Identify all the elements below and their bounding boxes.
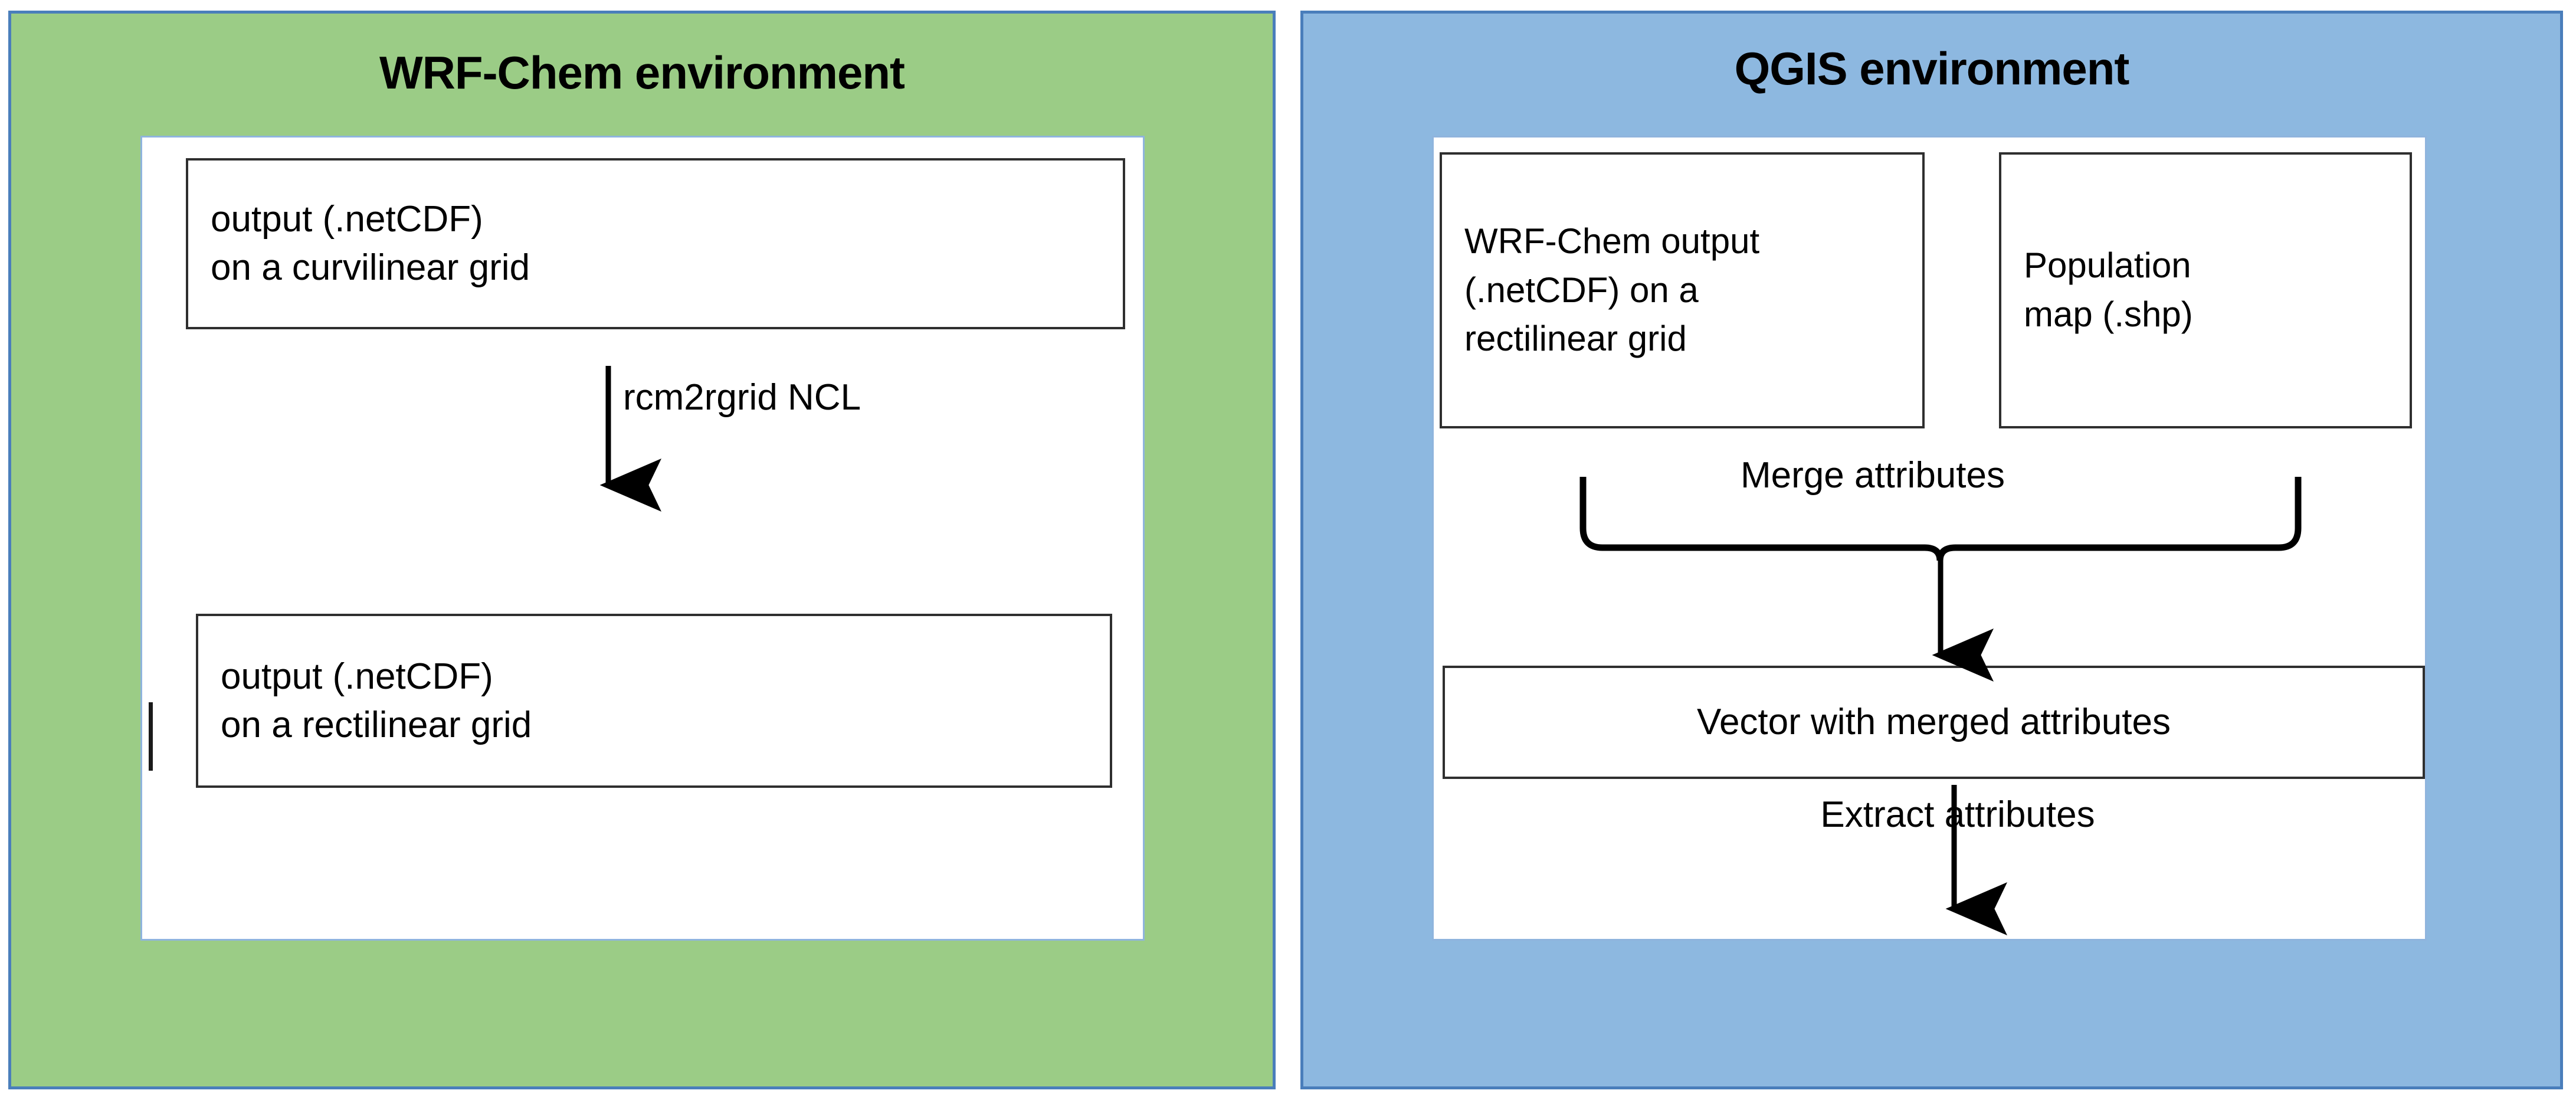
edge-label-extract-attributes: Extract attributes: [1820, 794, 2095, 835]
box-wrf-chem-output-rectilinear: WRF-Chem output (.netCDF) on a rectiline…: [1440, 152, 1925, 428]
box-line: Vector with merged attributes: [1697, 702, 2171, 743]
panel-title-wrf-chem: WRF-Chem environment: [379, 47, 905, 99]
box-line: on a curvilinear grid: [211, 247, 530, 288]
box-line: output (.netCDF): [221, 656, 493, 697]
box-line: WRF-Chem output: [1464, 221, 1760, 261]
box-line: map (.shp): [2024, 294, 2193, 334]
box-vector-with-merged-attributes: Vector with merged attributes: [1443, 666, 2425, 779]
box-population-map-shp: Population map (.shp): [1999, 152, 2412, 428]
box-line: (.netCDF) on a: [1464, 270, 1699, 310]
box-output-rectilinear-grid: output (.netCDF) on a rectilinear grid: [196, 614, 1112, 788]
box-line: rectilinear grid: [1464, 319, 1687, 359]
box-line: on a rectilinear grid: [221, 704, 532, 745]
box-line: Population: [2024, 245, 2191, 286]
panel-title-qgis: QGIS environment: [1734, 42, 2130, 94]
edge-label-rcm2rgrid-ncl: rcm2rgrid NCL: [623, 377, 861, 418]
box-output-curvilinear-grid: output (.netCDF) on a curvilinear grid: [186, 158, 1125, 329]
edge-label-merge-attributes: Merge attributes: [1741, 455, 2005, 496]
box-line: output (.netCDF): [211, 199, 483, 240]
stray-tick-mark: [149, 702, 153, 771]
